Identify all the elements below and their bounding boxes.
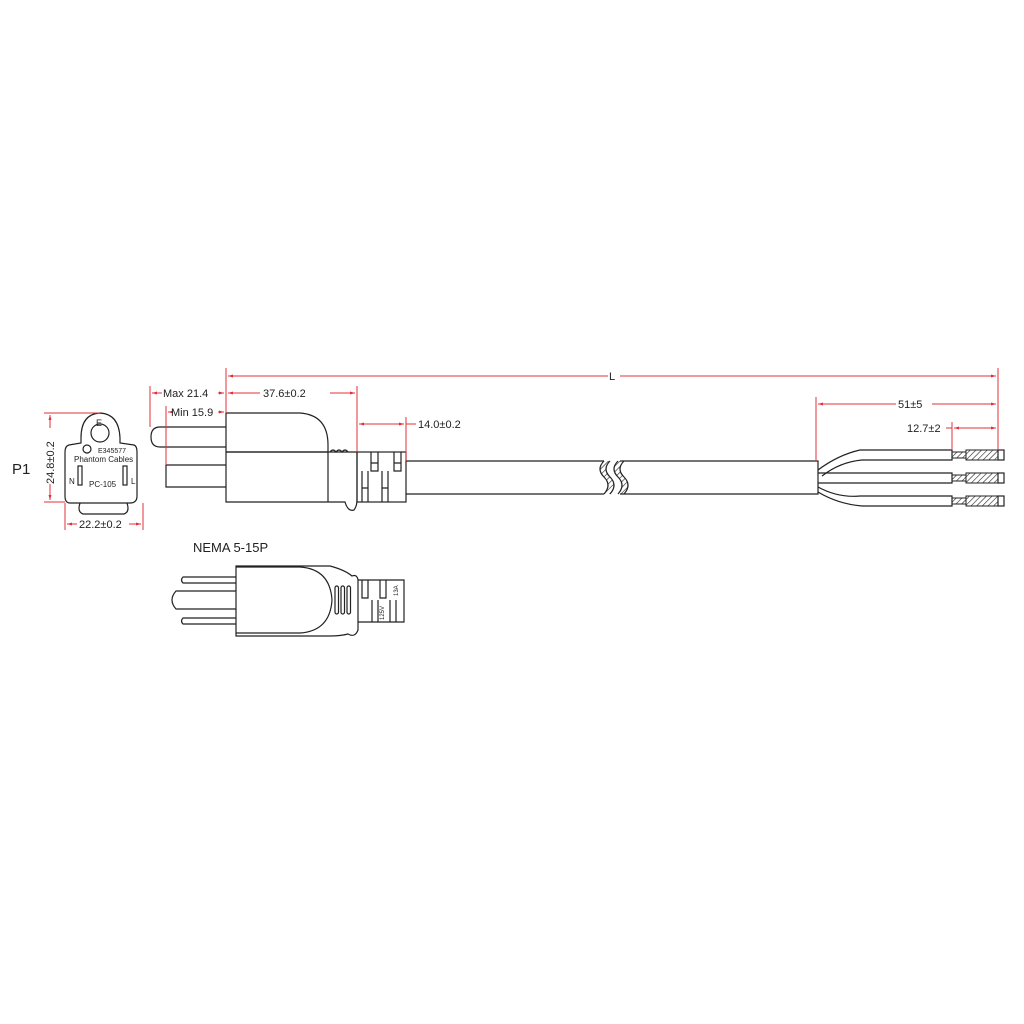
- plug-side-view: [150, 412, 1005, 511]
- ul-mark-icon: [82, 444, 92, 454]
- total-length-dim: L: [609, 371, 615, 383]
- brand-text: Phantom Cables: [74, 455, 133, 464]
- wire-bottom: [817, 486, 953, 507]
- neutral-slot: [77, 465, 83, 486]
- ground-label: E: [96, 418, 102, 428]
- wire-top: [817, 449, 953, 477]
- prong-min-dim: Min 15.9: [171, 407, 213, 419]
- face-dimensions: 24.8±0.2 22.2±0.2: [44, 412, 144, 531]
- face-width-dim: 22.2±0.2: [79, 519, 122, 531]
- line-slot: [122, 465, 128, 486]
- strain-relief-dim: 14.0±0.2: [418, 419, 461, 431]
- current-rating: 13A: [394, 585, 400, 596]
- plug-top-view: 125V 13A: [171, 565, 405, 637]
- prong-max-dim: Max 21.4: [163, 388, 208, 400]
- model-text: PC-105: [89, 480, 117, 489]
- ground-hole-icon: [90, 423, 110, 443]
- face-height-dim: 24.8±0.2: [45, 441, 57, 484]
- blade-prong: [165, 464, 226, 488]
- cable: [406, 460, 604, 495]
- voltage-rating: 125V: [380, 606, 386, 620]
- ground-prong: [150, 426, 226, 448]
- side-dimensions: L Max 21.4 37.6±0.2 Min 15.9 14.0±0.2 51…: [149, 368, 999, 465]
- neutral-label: N: [69, 477, 75, 486]
- line-label: L: [131, 477, 136, 486]
- plug-face-view: E E345577 Phantom Cables N L PC-105: [64, 412, 138, 515]
- plug-standard-label: NEMA 5-15P: [193, 540, 268, 555]
- body-length-dim: 37.6±0.2: [263, 388, 306, 400]
- plug-id-label: P1: [12, 461, 30, 478]
- wire-strip-dim: 12.7±2: [907, 423, 941, 435]
- jacket-strip-dim: 51±5: [898, 399, 922, 411]
- wire-middle: [818, 472, 953, 484]
- cert-number: E345577: [98, 448, 126, 455]
